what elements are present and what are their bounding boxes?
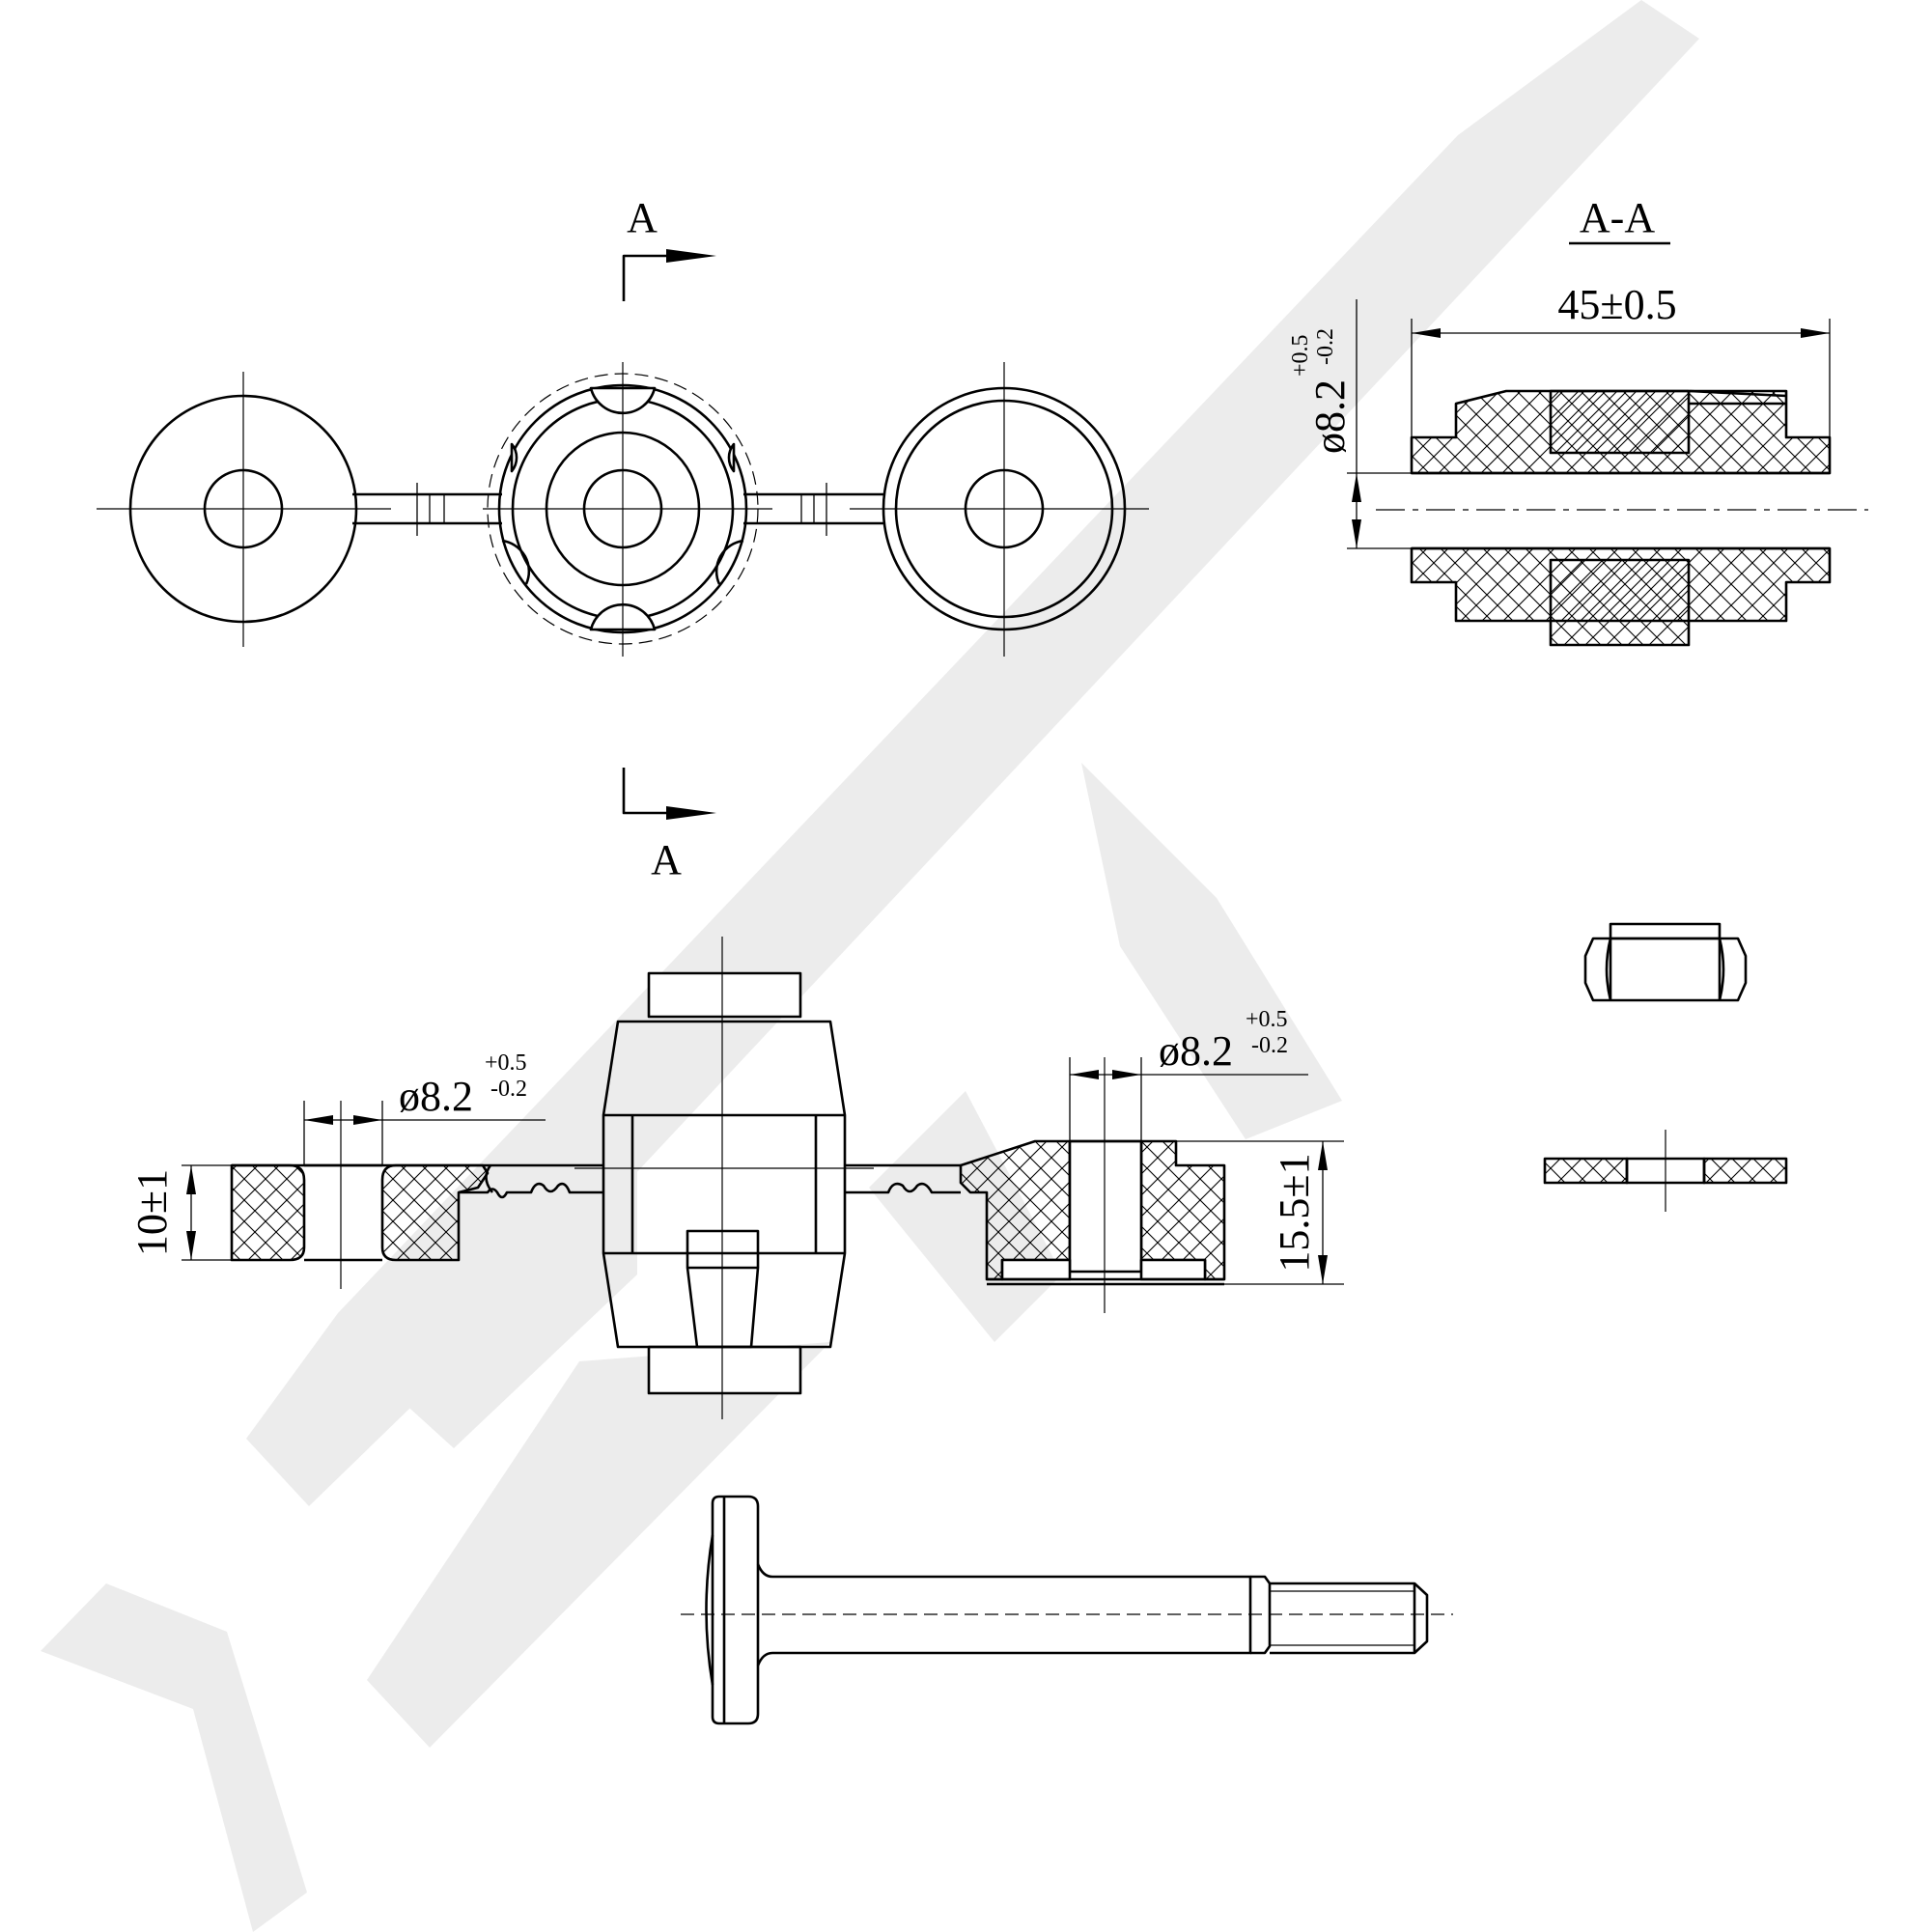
length-dimension: 45±0.5 [1557,281,1676,328]
section-mark-top: A [622,194,716,301]
right-bore-dimension: ø8.2 [1159,1027,1233,1075]
center-bushing [483,362,772,657]
right-bore-tolerance-lower: -0.2 [1251,1033,1288,1058]
watermark-logo [41,0,1699,1932]
bolt [681,1495,1453,1725]
section-letter-top: A [627,194,658,241]
front-section: 10±1 ø8.2 +0.5 -0.2 ø8.2 +0.5 -0.2 15.5±… [128,937,1344,1419]
right-height-dimension: 15.5±1 [1271,1153,1318,1272]
section-title: A-A [1580,194,1655,241]
top-view [97,362,1149,657]
left-height-dimension: 10±1 [128,1169,176,1256]
left-bore-tolerance-upper: +0.5 [485,1050,527,1076]
left-bore-tolerance-lower: -0.2 [490,1077,527,1102]
section-view-aa: A-A 45±0.5 ø8.2 +0.5 -0.2 [1288,194,1868,647]
bore-tolerance-upper: +0.5 [1288,334,1313,377]
nut [1583,922,1748,1002]
left-bore-dimension: ø8.2 [399,1073,473,1120]
right-eye [850,362,1149,657]
right-link-arm [743,483,883,536]
bore-tolerance-lower: -0.2 [1313,328,1338,365]
section-letter-bottom: A [651,836,682,883]
right-bore-tolerance-upper: +0.5 [1246,1007,1288,1032]
washer [1543,1130,1788,1212]
left-eye [97,372,391,647]
section-mark-bottom: A [622,768,716,883]
left-link-arm [352,483,502,536]
bore-dimension: ø8.2 [1306,379,1354,454]
